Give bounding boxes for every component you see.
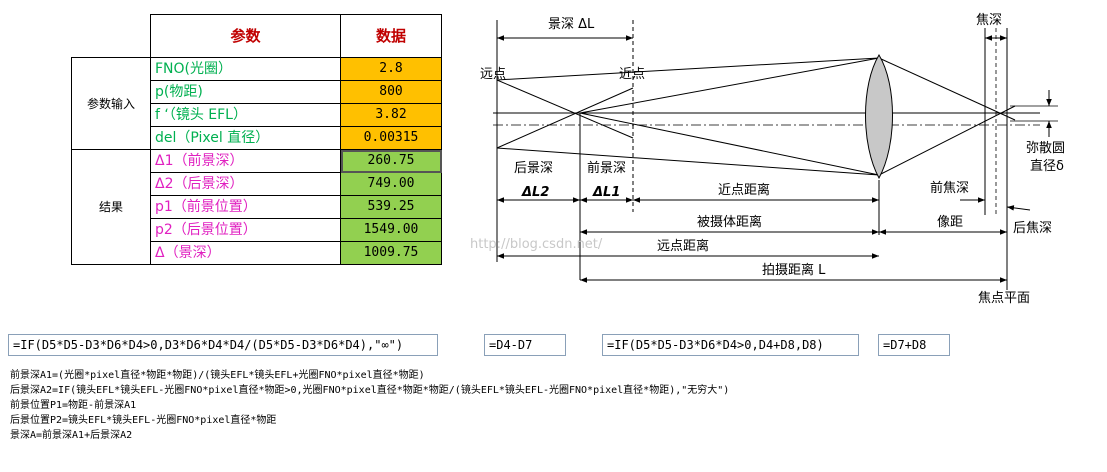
formula-cell-1[interactable]: =IF(D5*D5-D3*D6*D4>0,D3*D6*D4*D4/(D5*D5-… xyxy=(8,334,438,356)
note-line: 后景位置P2=镜头EFL*镜头EFL-光圈FNO*pixel直径*物距 xyxy=(10,415,277,426)
ray-lower xyxy=(496,147,880,176)
ray-from-subject-up xyxy=(579,57,880,114)
blank-corner-cell xyxy=(72,15,151,58)
note-line: 前景深A1=(光圈*pixel直径*物距*物距)/(镜头EFL*镜头EFL+光圈… xyxy=(10,370,425,381)
input-label-distance[interactable]: p(物距) xyxy=(150,80,341,104)
header-data[interactable]: 数据 xyxy=(340,14,442,58)
table-row: f ‘（镜头 EFL） 3.82 xyxy=(72,103,442,127)
label-dl2: ΔL2 xyxy=(521,185,549,200)
ray-from-subject-down xyxy=(579,112,880,176)
ray-upper xyxy=(496,57,880,81)
ray-image-down xyxy=(878,105,1016,176)
label-rear-focal-depth: 后焦深 xyxy=(1013,221,1052,236)
table-row: 结果 Δ1（前景深） 260.75 xyxy=(71,149,442,265)
label-coc-2: 直径δ xyxy=(1030,159,1064,174)
label-front-depth: 前景深 xyxy=(587,160,626,176)
formula-cell-3[interactable]: =IF(D5*D5-D3*D6*D4>0,D4+D8,D8) xyxy=(602,334,859,356)
table-row: 参数输入 FNO(光圈） 2.8 xyxy=(71,57,442,150)
input-value-distance[interactable]: 800 xyxy=(340,80,442,104)
input-value-pixel[interactable]: 0.00315 xyxy=(340,126,442,150)
label-front-focal-depth: 前焦深 xyxy=(930,180,969,196)
result-value-front-position[interactable]: 539.25 xyxy=(340,195,442,219)
label-coc-1: 弥散圆 xyxy=(1026,140,1065,156)
input-label-efl[interactable]: f ‘（镜头 EFL） xyxy=(150,103,341,127)
dim-rear-focal xyxy=(1006,205,1031,211)
label-shooting-distance: 拍摄距离 L xyxy=(762,262,826,278)
table-row: p1（前景位置） 539.25 xyxy=(72,195,442,219)
label-far-point: 远点 xyxy=(480,67,506,82)
label-near-distance: 近点距离 xyxy=(718,182,770,198)
result-label-rear-depth[interactable]: Δ2（后景深） xyxy=(150,172,341,196)
formula-cell-2[interactable]: =D4-D7 xyxy=(484,334,566,356)
parameter-table: 参数 数据 参数输入 FNO(光圈） 2.8 p(物距) 800 f ‘（镜头 … xyxy=(71,14,442,265)
result-value-rear-depth[interactable]: 749.00 xyxy=(340,172,442,196)
note-line: 前景位置P1=物距-前景深A1 xyxy=(10,400,137,411)
note-line: 景深A=前景深A1+后景深A2 xyxy=(10,430,133,441)
formula-cell-4[interactable]: =D7+D8 xyxy=(878,334,950,356)
ray-cross-1 xyxy=(496,79,634,139)
label-image-distance: 像距 xyxy=(937,215,963,230)
ray-cross-2 xyxy=(496,87,634,149)
label-far-distance: 远点距离 xyxy=(657,238,709,254)
input-value-efl[interactable]: 3.82 xyxy=(340,103,442,127)
result-group-label[interactable]: 结果 xyxy=(71,149,151,265)
lens xyxy=(865,54,893,180)
label-depth-of-field: 景深 ΔL xyxy=(548,17,595,32)
label-near-point: 近点 xyxy=(619,67,645,82)
formula-notes: 前景深A1=(光圈*pixel直径*物距*物距)/(镜头EFL*镜头EFL+光圈… xyxy=(10,368,729,443)
label-subject-distance: 被摄体距离 xyxy=(697,214,762,230)
table-row: Δ（景深） 1009.75 xyxy=(72,241,442,265)
input-label-fno[interactable]: FNO(光圈） xyxy=(150,57,341,81)
label-rear-depth: 后景深 xyxy=(514,161,553,176)
optics-diagram: 景深 ΔL 远点 近点 焦深 弥散圆 直径δ 后景深 前景深 ΔL2 ΔL1 近… xyxy=(470,13,1065,306)
result-value-front-depth[interactable]: 260.75 xyxy=(340,149,442,173)
header-param[interactable]: 参数 xyxy=(150,14,341,58)
note-line: 后景深A2=IF(镜头EFL*镜头EFL-光圈FNO*pixel直径*物距>0,… xyxy=(10,385,730,396)
ray-image-up xyxy=(878,57,1016,121)
input-group-label[interactable]: 参数输入 xyxy=(71,57,151,150)
table-row: del（Pixel 直径） 0.00315 xyxy=(72,126,442,150)
table-header-row: 参数 数据 xyxy=(72,14,442,58)
label-focal-depth: 焦深 xyxy=(976,13,1002,28)
result-label-front-depth[interactable]: Δ1（前景深） xyxy=(150,149,341,173)
label-focal-plane: 焦点平面 xyxy=(978,291,1030,306)
table-row: p(物距) 800 xyxy=(72,80,442,104)
result-label-depth-of-field[interactable]: Δ（景深） xyxy=(150,241,341,265)
result-value-rear-position[interactable]: 1549.00 xyxy=(340,218,442,242)
result-label-front-position[interactable]: p1（前景位置） xyxy=(150,195,341,219)
watermark: http://blog.csdn.net/ xyxy=(470,237,603,252)
input-label-pixel[interactable]: del（Pixel 直径） xyxy=(150,126,341,150)
input-value-fno[interactable]: 2.8 xyxy=(340,57,442,81)
result-value-depth-of-field[interactable]: 1009.75 xyxy=(340,241,442,265)
label-dl1: ΔL1 xyxy=(592,185,620,200)
table-row: Δ2（后景深） 749.00 xyxy=(72,172,442,196)
result-label-rear-position[interactable]: p2（后景位置） xyxy=(150,218,341,242)
